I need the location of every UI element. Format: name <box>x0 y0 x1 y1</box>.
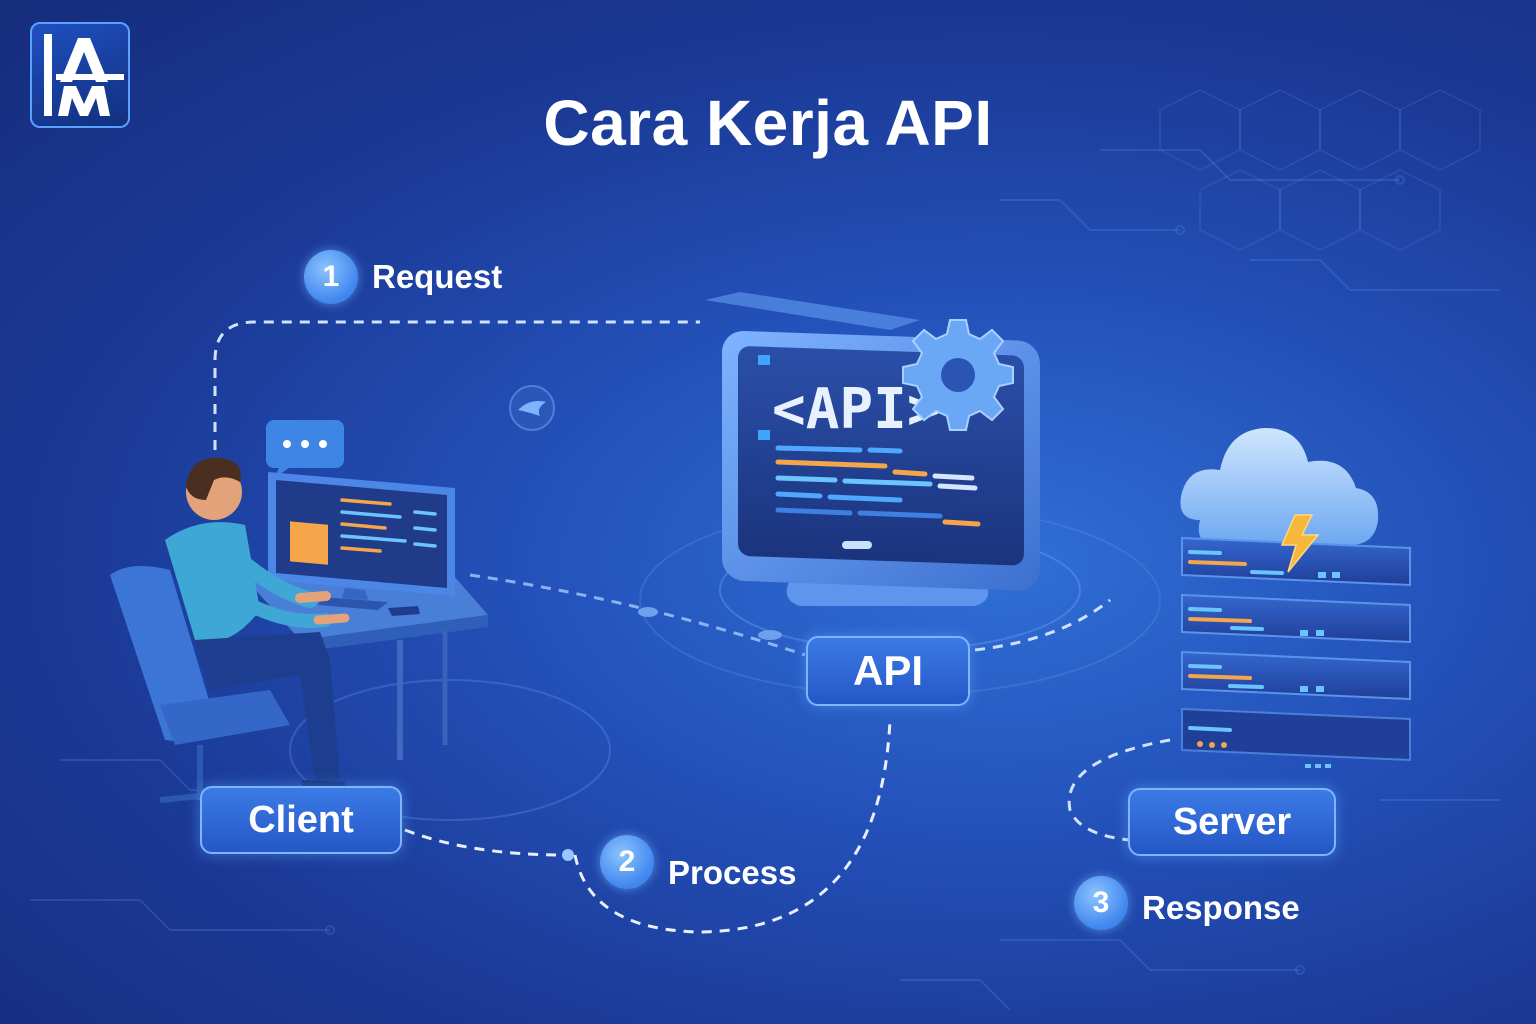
client-workstation <box>110 420 488 803</box>
api-server-path <box>974 598 1111 652</box>
gear-icon <box>902 319 1014 431</box>
step-label: Response <box>1142 889 1300 926</box>
step-number: 1 <box>304 250 358 304</box>
path-node <box>562 849 574 861</box>
bird-icon <box>509 385 555 431</box>
process-path <box>404 719 892 934</box>
response-path <box>1067 738 1171 842</box>
step-response: 3 Response <box>1074 876 1300 930</box>
path-node <box>758 630 782 640</box>
hex-pattern <box>1159 89 1481 251</box>
client-label: Client <box>200 786 402 854</box>
request-path <box>213 320 700 450</box>
server-stack <box>1180 428 1411 768</box>
step-label: Request <box>372 258 503 295</box>
lightning-icon <box>1280 514 1320 573</box>
chat-bubble-icon <box>266 420 344 478</box>
server-label: Server <box>1128 788 1336 856</box>
path-node <box>638 607 658 617</box>
cloud-icon <box>1180 428 1379 545</box>
step-number: 2 <box>600 835 654 889</box>
step-request: 1 Request <box>304 250 502 304</box>
logo <box>30 22 130 128</box>
page-title: Cara Kerja API <box>543 87 993 159</box>
client-api-path <box>469 573 806 657</box>
step-number: 3 <box>1074 876 1128 930</box>
logo-mark <box>44 34 124 116</box>
step-label: Process <box>668 854 797 891</box>
step-process: 2 Process <box>600 832 796 892</box>
api-label: API <box>806 636 970 706</box>
